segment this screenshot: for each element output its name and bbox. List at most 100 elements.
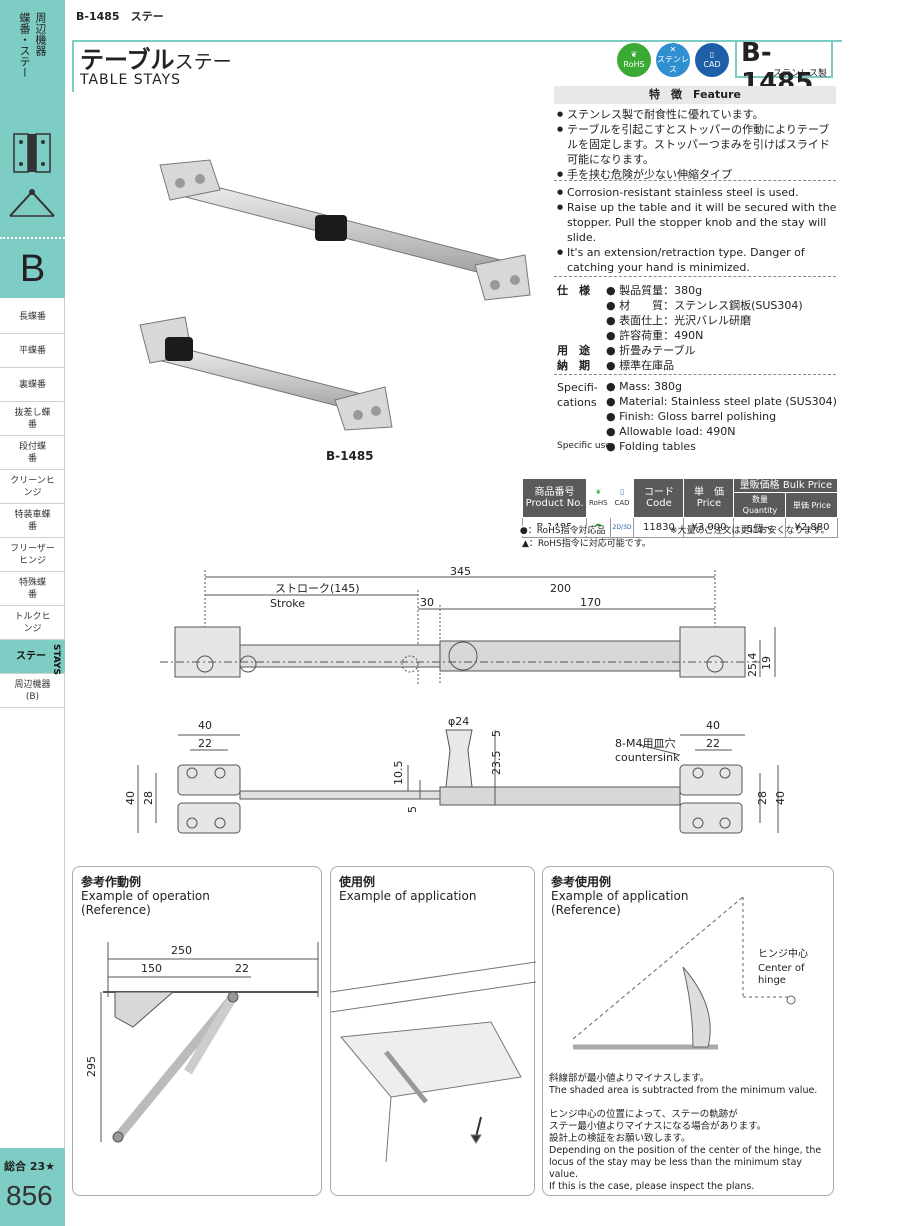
dim-28-left: 28: [142, 791, 155, 805]
page-footer-block: 総合 23★ 856: [0, 1148, 65, 1226]
panel-title-en: (Reference): [81, 903, 151, 917]
dim-23-5: 23.5: [490, 751, 503, 776]
stay-icon: [9, 189, 55, 217]
cell-bulk: ¥2,880: [785, 517, 839, 538]
note-text: If this is the case, please inspect the …: [549, 1181, 755, 1192]
sidebar-item-peripherals[interactable]: 周辺機器(B): [0, 674, 65, 708]
dim-200: 200: [550, 582, 571, 595]
panel-title-en: Example of application: [551, 889, 689, 903]
hinge-position-note: ヒンジ中心の位置によって、ステーの軌跡が ステー最小値よりマイナスになる場合があ…: [549, 1109, 833, 1193]
delivery-value: ● 標準在庫品: [606, 359, 675, 372]
sidebar-item-label: フリーザーヒンジ: [10, 543, 55, 566]
dim-170: 170: [580, 596, 601, 609]
sidebar-item-label: 周辺機器(B): [14, 679, 51, 702]
header-text: Code: [646, 498, 672, 509]
total-catalog-label: 総合 23★: [4, 1160, 55, 1173]
spec-text: 表面仕上：光沢バレル研磨: [619, 314, 752, 327]
spec-label: 仕 様: [557, 284, 590, 297]
page-number: 856: [6, 1180, 53, 1211]
category-sidebar: 蝶番・ステー 周辺機器 B 長蝶番 平蝶番 裏蝶番 抜差し蝶番 段付蝶番 クリー…: [0, 0, 65, 1226]
feature-list-jp: ステンレス製で耐食性に優れています。 テーブルを引起こすとストッパーの作動により…: [557, 107, 839, 182]
breadcrumb: B-1485 ステー: [76, 10, 164, 23]
product-caption: B-1485: [326, 449, 374, 463]
dim-5-top: 5: [490, 730, 503, 737]
stay-photo-extended: [159, 159, 531, 301]
sidebar-item-flat-hinge[interactable]: 平蝶番: [0, 334, 65, 368]
col-qty: 数量 Quantity: [733, 492, 787, 518]
sidebar-category-title: 蝶番・ステー 周辺機器: [10, 12, 55, 78]
dim-19: 19: [760, 656, 773, 670]
note-text: locus of the stay may be less than the m…: [549, 1157, 803, 1180]
note-text: ステー最小値よりマイナスになる場合があります。: [549, 1121, 767, 1132]
note-text: 斜線部が最小値よりマイナスします。: [549, 1073, 710, 1084]
dim-30: 30: [420, 596, 434, 609]
header-text: Price: [696, 498, 722, 509]
hinge-label-en: hinge: [758, 975, 786, 986]
hinge-label-en: Center of: [758, 963, 805, 974]
sidebar-item-label: 段付蝶番: [18, 441, 46, 464]
feature-item: Raise up the table and it will be secure…: [557, 200, 839, 245]
sidebar-item-special-hinge[interactable]: 特殊蝶番: [0, 572, 65, 606]
spec-text: Folding tables: [619, 440, 696, 453]
panel-title: 使用例 Example of application: [339, 875, 476, 903]
spec-label-en: Specifi- cations: [557, 381, 598, 409]
feature-list-en: Corrosion-resistant stainless steel is u…: [557, 185, 839, 275]
use-value-en: ● Folding tables: [606, 440, 696, 453]
hinge-icon: [13, 133, 51, 173]
sidebar-item-lift-off-hinge[interactable]: 抜差し蝶番: [0, 402, 65, 436]
dim-295: 295: [85, 1056, 98, 1077]
sidebar-item-freezer-hinge[interactable]: フリーザーヒンジ: [0, 538, 65, 572]
countersink-jp: 8-M4用皿穴: [615, 736, 675, 750]
page-title: テーブルステー: [80, 40, 232, 75]
spec-text: 折畳みテーブル: [619, 344, 696, 357]
panel-title: 参考作動例 Example of operation (Reference): [81, 875, 210, 917]
dim-22: 22: [235, 962, 249, 975]
sidebar-item-clean-hinge[interactable]: クリーンヒンジ: [0, 470, 65, 504]
dim-40-left: 40: [198, 719, 212, 732]
bulk-note: ※大量のご注文は更にお安くなります。: [670, 526, 830, 536]
dim-22-right: 22: [706, 737, 720, 750]
title-bar: [72, 42, 74, 92]
sidebar-item-torque-hinge[interactable]: トルクヒンジ: [0, 606, 65, 640]
dim-25-4: 25.4: [746, 653, 759, 678]
dim-250: 250: [171, 944, 192, 957]
dim-5-bottom: 5: [406, 806, 419, 813]
panel-title: 参考使用例 Example of application (Reference): [551, 875, 688, 917]
cell-cad[interactable]: 2D/3D: [609, 517, 635, 538]
sidebar-item-label: クリーンヒンジ: [10, 475, 55, 498]
panel-title-en: Example of application: [339, 889, 477, 903]
reference-diagram: ヒンジ中心 Center of hinge: [572, 896, 808, 1050]
panel-title-jp: 使用例: [339, 875, 376, 889]
spec-text: Material: Stainless steel plate (SUS304): [619, 395, 837, 408]
spec-text: 許容荷重：490N: [619, 329, 704, 342]
badge-label: CAD: [703, 60, 721, 69]
spec-text: 材 質：ステンレス鋼板(SUS304): [619, 299, 803, 312]
spec-value: ● 表面仕上：光沢バレル研磨: [606, 314, 752, 327]
stay-photo-retracted: [139, 316, 393, 431]
rohs-badge: ❦ RoHS: [617, 43, 651, 77]
panel-title-jp: 参考使用例: [551, 875, 612, 889]
header-text: Product No.: [525, 498, 584, 509]
use-label: 用 途: [557, 344, 590, 357]
spec-text: Allowable load: 490N: [619, 425, 736, 438]
sidebar-item-label: ステー: [16, 650, 46, 662]
dim-10-5: 10.5: [392, 761, 405, 786]
product-photo: [139, 159, 531, 431]
sidebar-item-label: 裏蝶番: [18, 379, 46, 390]
note-text: ●：RoHS指令対応品: [519, 526, 606, 536]
spec-text: 製品質量：380g: [619, 284, 703, 297]
sidebar-item-vehicle-hinge[interactable]: 特装車蝶番: [0, 504, 65, 538]
spec-value-en: ● Material: Stainless steel plate (SUS30…: [606, 395, 837, 408]
divider: [554, 374, 836, 375]
sidebar-item-stays[interactable]: ステー STAYS: [0, 640, 65, 675]
title-sub: ステー: [174, 51, 232, 73]
sidebar-item-back-hinge[interactable]: 裏蝶番: [0, 368, 65, 402]
sidebar-item-offset-hinge[interactable]: 段付蝶番: [0, 436, 65, 470]
panel-title-en: Example of operation: [81, 889, 210, 903]
sidebar-item-long-hinge[interactable]: 長蝶番: [0, 300, 65, 334]
sidebar-item-label: 特殊蝶番: [18, 577, 46, 600]
spec-text: Finish: Gloss barrel polishing: [619, 410, 777, 423]
shaded-note: 斜線部が最小値よりマイナスします。 The shaded area is sub…: [549, 1073, 817, 1097]
